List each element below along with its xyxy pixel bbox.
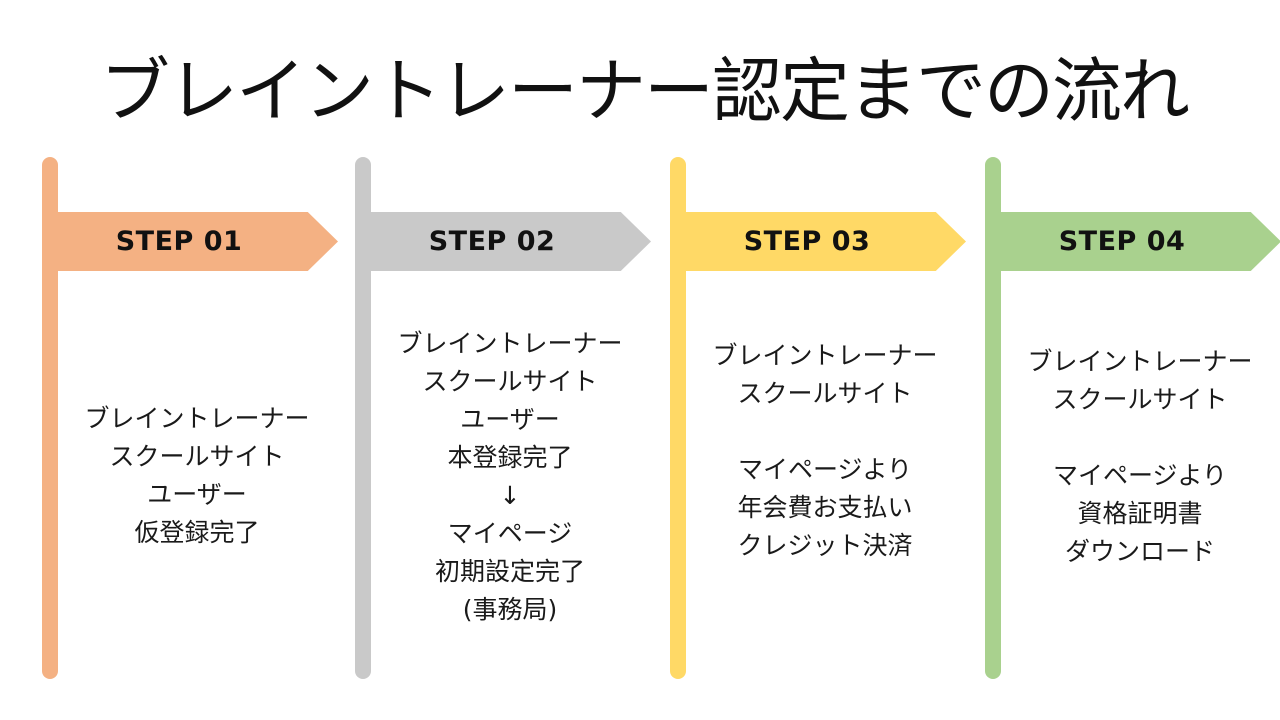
step-04-label: STEP 04 [1058,226,1186,257]
page-title: ブレイントレーナー認定までの流れ [100,50,1190,132]
step-04-line-1: ブレイントレーナー [1027,347,1253,376]
step-01-line-1: ブレイントレーナー [84,404,310,433]
step-01-label: STEP 01 [115,226,243,257]
step-03-line-2: スクールサイト [737,379,913,408]
step-02-line-8: (事務局) [462,595,558,624]
step-02-description: ブレイントレーナー スクールサイト ユーザー 本登録完了 ↓ マイページ 初期設… [365,325,655,629]
step-04: STEP 04 ブレイントレーナー スクールサイト マイページより 資格証明書 … [985,157,1280,679]
step-02-pole [355,157,371,679]
step-03-label: STEP 03 [743,226,871,257]
step-03-line-5: 年会費お支払い [737,493,913,522]
step-02-line-3: ユーザー [460,405,560,434]
step-02-line-2: スクールサイト [422,367,598,396]
step-02-line-4: 本登録完了 [447,443,573,472]
step-01-description: ブレイントレーナー スクールサイト ユーザー 仮登録完了 [52,400,342,552]
step-04-pole [985,157,1001,679]
step-02-arrow-flag [363,212,651,271]
step-03-description: ブレイントレーナー スクールサイト マイページより 年会費お支払い クレジット決… [680,337,970,565]
step-01-line-3: ユーザー [147,480,247,509]
step-03-line-6: クレジット決済 [737,531,913,560]
step-01-pole [42,157,58,679]
step-02-label: STEP 02 [428,226,556,257]
step-02: STEP 02 ブレイントレーナー スクールサイト ユーザー 本登録完了 ↓ マ… [355,157,673,679]
step-03-line-4: マイページより [737,455,912,484]
step-01-line-4: 仮登録完了 [134,518,260,547]
step-04-line-5: 資格証明書 [1077,499,1203,528]
step-02-line-1: ブレイントレーナー [397,329,623,358]
step-04-line-4: マイページより [1052,461,1227,490]
step-04-line-2: スクールサイト [1052,385,1228,414]
step-04-arrow-flag [993,212,1280,271]
step-02-line-6: マイページ [447,519,573,548]
step-01-line-2: スクールサイト [109,442,285,471]
step-04-description: ブレイントレーナー スクールサイト マイページより 資格証明書 ダウンロード [995,343,1280,571]
step-03-line-1: ブレイントレーナー [712,341,938,370]
step-01-arrow-flag [50,212,338,271]
down-arrow-icon: ↓ [499,481,521,510]
step-01: STEP 01 ブレイントレーナー スクールサイト ユーザー 仮登録完了 [42,157,360,679]
step-02-line-7: 初期設定完了 [434,557,585,586]
step-03-spacer [680,413,970,451]
step-04-spacer [995,419,1280,457]
step-03-arrow-flag [678,212,966,271]
step-04-line-6: ダウンロード [1064,537,1215,566]
step-03-pole [670,157,686,679]
step-03: STEP 03 ブレイントレーナー スクールサイト マイページより 年会費お支払… [670,157,988,679]
